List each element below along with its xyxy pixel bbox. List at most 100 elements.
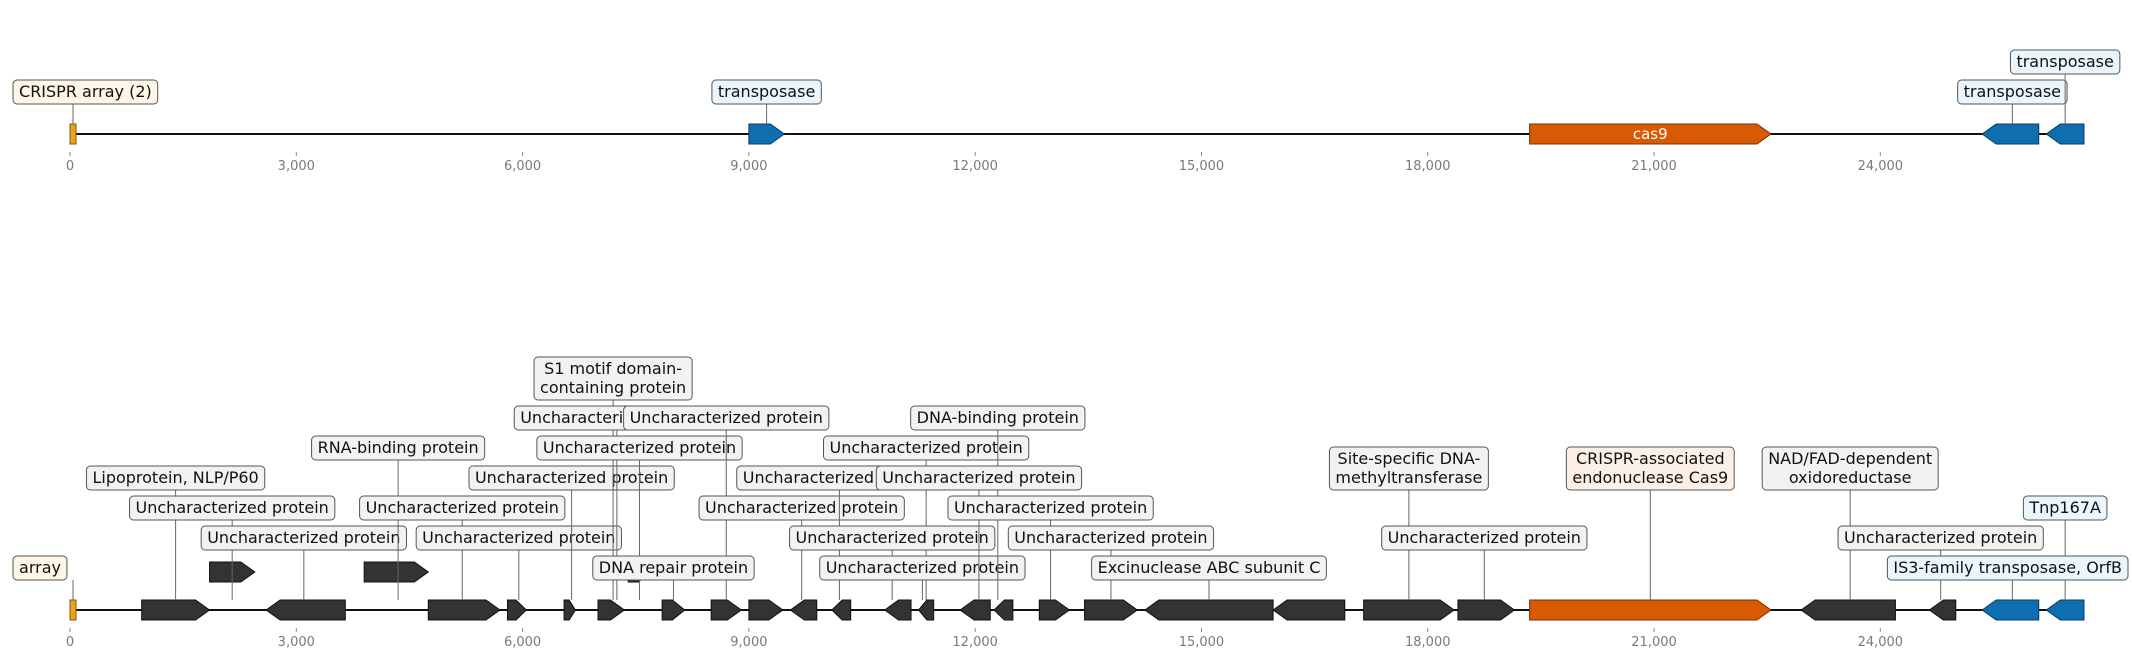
- gene-annotation-label: Uncharacterized protein: [819, 555, 1026, 581]
- gene-other[interactable]: [1038, 599, 1071, 621]
- gene-transposase[interactable]: [1981, 599, 2040, 621]
- label-box: [592, 555, 755, 581]
- label-text: Uncharacterized protein: [796, 528, 989, 547]
- label-box: [468, 465, 675, 491]
- gene-annotation-label: Uncharacterized protein: [789, 525, 996, 551]
- gene-other[interactable]: [363, 561, 430, 583]
- label-box: [200, 525, 407, 551]
- gene-annotation-label: Site-specific DNA-methyltransferase: [1328, 446, 1489, 491]
- axis-tick-label: 24,000: [1858, 635, 1904, 650]
- gene-annotation-label: Lipoprotein, NLP/P60: [85, 465, 266, 491]
- gene-other[interactable]: [883, 599, 912, 621]
- gene-other[interactable]: [1144, 599, 1274, 621]
- gene-transposase[interactable]: [2045, 599, 2085, 621]
- gene-annotation-label: transposase: [711, 79, 822, 105]
- gene-other[interactable]: [1272, 599, 1346, 621]
- gene-annotation-label: DNA-binding protein: [910, 405, 1086, 431]
- label-text: oxidoreductase: [1789, 468, 1912, 487]
- axis-tick-label: 9,000: [730, 635, 767, 650]
- label-text: NAD/FAD-dependent: [1768, 449, 1932, 468]
- label-text: Uncharacterized protein: [705, 498, 898, 517]
- gene-other[interactable]: [831, 599, 852, 621]
- gene-annotation-label: Uncharacterized protein: [698, 495, 905, 521]
- label-box: [910, 405, 1086, 431]
- gene-annotation-label: RNA-binding protein: [311, 435, 486, 461]
- gene-transposase[interactable]: [1981, 123, 2040, 145]
- axis-tick-label: 21,000: [1631, 159, 1677, 174]
- label-box: [85, 465, 266, 491]
- gene-name-label: cas9: [1633, 125, 1668, 143]
- label-text: Excinuclease ABC subunit C: [1098, 558, 1321, 577]
- gene-other[interactable]: [427, 599, 501, 621]
- gene-annotation-label: Uncharacterized protein: [129, 495, 336, 521]
- gene-other[interactable]: [959, 599, 991, 621]
- label-box: [536, 435, 743, 461]
- gene-annotation-label: transposase: [1957, 79, 2068, 105]
- gene-annotation-label: DNA repair protein: [592, 555, 755, 581]
- gene-other[interactable]: [141, 599, 211, 621]
- label-box: [12, 79, 159, 105]
- label-text: IS3-family transposase, OrfB: [1893, 558, 2122, 577]
- label-text: Uncharacterized protein: [422, 528, 615, 547]
- gene-other[interactable]: [1363, 599, 1456, 621]
- gene-other[interactable]: [1800, 599, 1896, 621]
- label-text: CRISPR array (2): [19, 82, 152, 101]
- label-box: [947, 495, 1154, 521]
- label-box: [2009, 49, 2121, 75]
- label-box: [1565, 446, 1735, 491]
- gene-other[interactable]: [265, 599, 346, 621]
- gene-other[interactable]: [917, 599, 935, 621]
- gene-crispr[interactable]: [69, 123, 77, 145]
- gene-other[interactable]: [1928, 599, 1957, 621]
- gene-other[interactable]: [563, 599, 576, 621]
- gene-annotation-label: IS3-family transposase, OrfB: [1886, 555, 2129, 581]
- gene-annotation-label: Uncharacterized protein: [200, 525, 407, 551]
- gene-annotation-label: Uncharacterized protein: [468, 465, 675, 491]
- label-box: [533, 356, 693, 401]
- gene-transposase[interactable]: [2045, 123, 2085, 145]
- gene-transposase[interactable]: [748, 123, 786, 145]
- gene-annotation-label: Excinuclease ABC subunit C: [1091, 555, 1327, 581]
- gene-cas9[interactable]: [1529, 599, 1772, 621]
- label-text: Uncharacterized protein: [829, 438, 1022, 457]
- gene-other[interactable]: [993, 599, 1014, 621]
- gene-cas9[interactable]: [1529, 123, 1772, 145]
- axis-tick-label: 15,000: [1179, 159, 1225, 174]
- label-text: Uncharacterized protein: [1014, 528, 1207, 547]
- gene-crispr[interactable]: [69, 599, 77, 621]
- label-text: DNA repair protein: [599, 558, 748, 577]
- label-text: Uncharacterized protein: [475, 468, 668, 487]
- label-box: [789, 525, 996, 551]
- gene-annotation-label: Uncharacterized protein: [1837, 525, 2044, 551]
- gene-other[interactable]: [789, 599, 818, 621]
- gene-other[interactable]: [1084, 599, 1139, 621]
- label-box: [1886, 555, 2129, 581]
- label-text: transposase: [2016, 52, 2113, 71]
- gene-other[interactable]: [506, 599, 528, 621]
- gene-other[interactable]: [597, 599, 626, 621]
- label-text: RNA-binding protein: [318, 438, 479, 457]
- label-box: [819, 555, 1026, 581]
- gene-annotation-label: Tnp167A: [2022, 495, 2108, 521]
- gene-other[interactable]: [748, 599, 784, 621]
- gene-other[interactable]: [710, 599, 743, 621]
- label-box: [359, 495, 566, 521]
- label-text: Uncharacterized protein: [882, 468, 1075, 487]
- label-text: Lipoprotein, NLP/P60: [92, 468, 258, 487]
- label-box: [1957, 79, 2068, 105]
- axis-tick-label: 0: [66, 159, 74, 174]
- gene-other[interactable]: [1457, 599, 1516, 621]
- gene-annotation-label: transposase: [2009, 49, 2121, 75]
- axis-tick-label: 21,000: [1631, 635, 1677, 650]
- gene-annotation-label: S1 motif domain-containing protein: [533, 356, 693, 401]
- label-box: [1328, 446, 1489, 491]
- label-box: [129, 495, 336, 521]
- gene-other[interactable]: [661, 599, 686, 621]
- label-box: [415, 525, 622, 551]
- label-box: [711, 79, 822, 105]
- label-text: Uncharacterized protein: [954, 498, 1147, 517]
